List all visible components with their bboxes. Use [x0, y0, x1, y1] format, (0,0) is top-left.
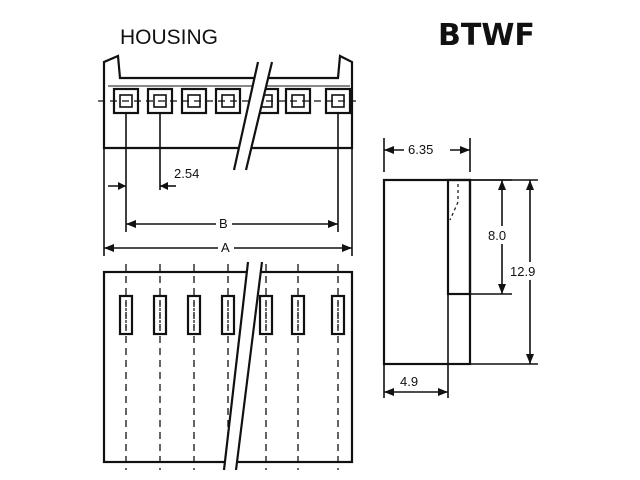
side-view-slot [446, 178, 472, 296]
break-mark [222, 61, 274, 471]
bottom-slot [186, 264, 202, 470]
bottom-slot [290, 264, 306, 470]
bottom-slot [258, 264, 274, 470]
side-view [382, 178, 472, 366]
top-slot [214, 87, 242, 115]
slot-height-value: 8.0 [488, 228, 506, 243]
housing-label: HOUSING [120, 26, 218, 49]
pitch-value: 2.54 [174, 166, 199, 181]
top-view [98, 54, 356, 150]
model-code: BTWF [438, 18, 535, 53]
b-dimension: B [126, 214, 338, 231]
width-bottom-dimension: 4.9 [383, 294, 449, 398]
b-value: B [219, 216, 228, 231]
bottom-slot [152, 264, 168, 470]
extension-lines [103, 112, 353, 256]
top-view-outline [102, 54, 354, 150]
width-top-dimension: 6.35 [383, 138, 471, 172]
total-height-value: 12.9 [510, 264, 535, 279]
total-height-dimension: 12.9 [470, 179, 548, 365]
top-slot [284, 87, 312, 115]
bottom-slot [118, 264, 134, 470]
a-value: A [221, 240, 230, 255]
pitch-dimension: 2.54 [108, 166, 199, 190]
width-bottom-value: 4.9 [400, 374, 418, 389]
top-slot [180, 87, 208, 115]
a-dimension: A [104, 238, 352, 255]
bottom-slot [330, 264, 346, 470]
width-top-value: 6.35 [408, 142, 433, 157]
side-view-latch [449, 184, 459, 221]
side-view-outline [382, 178, 472, 366]
